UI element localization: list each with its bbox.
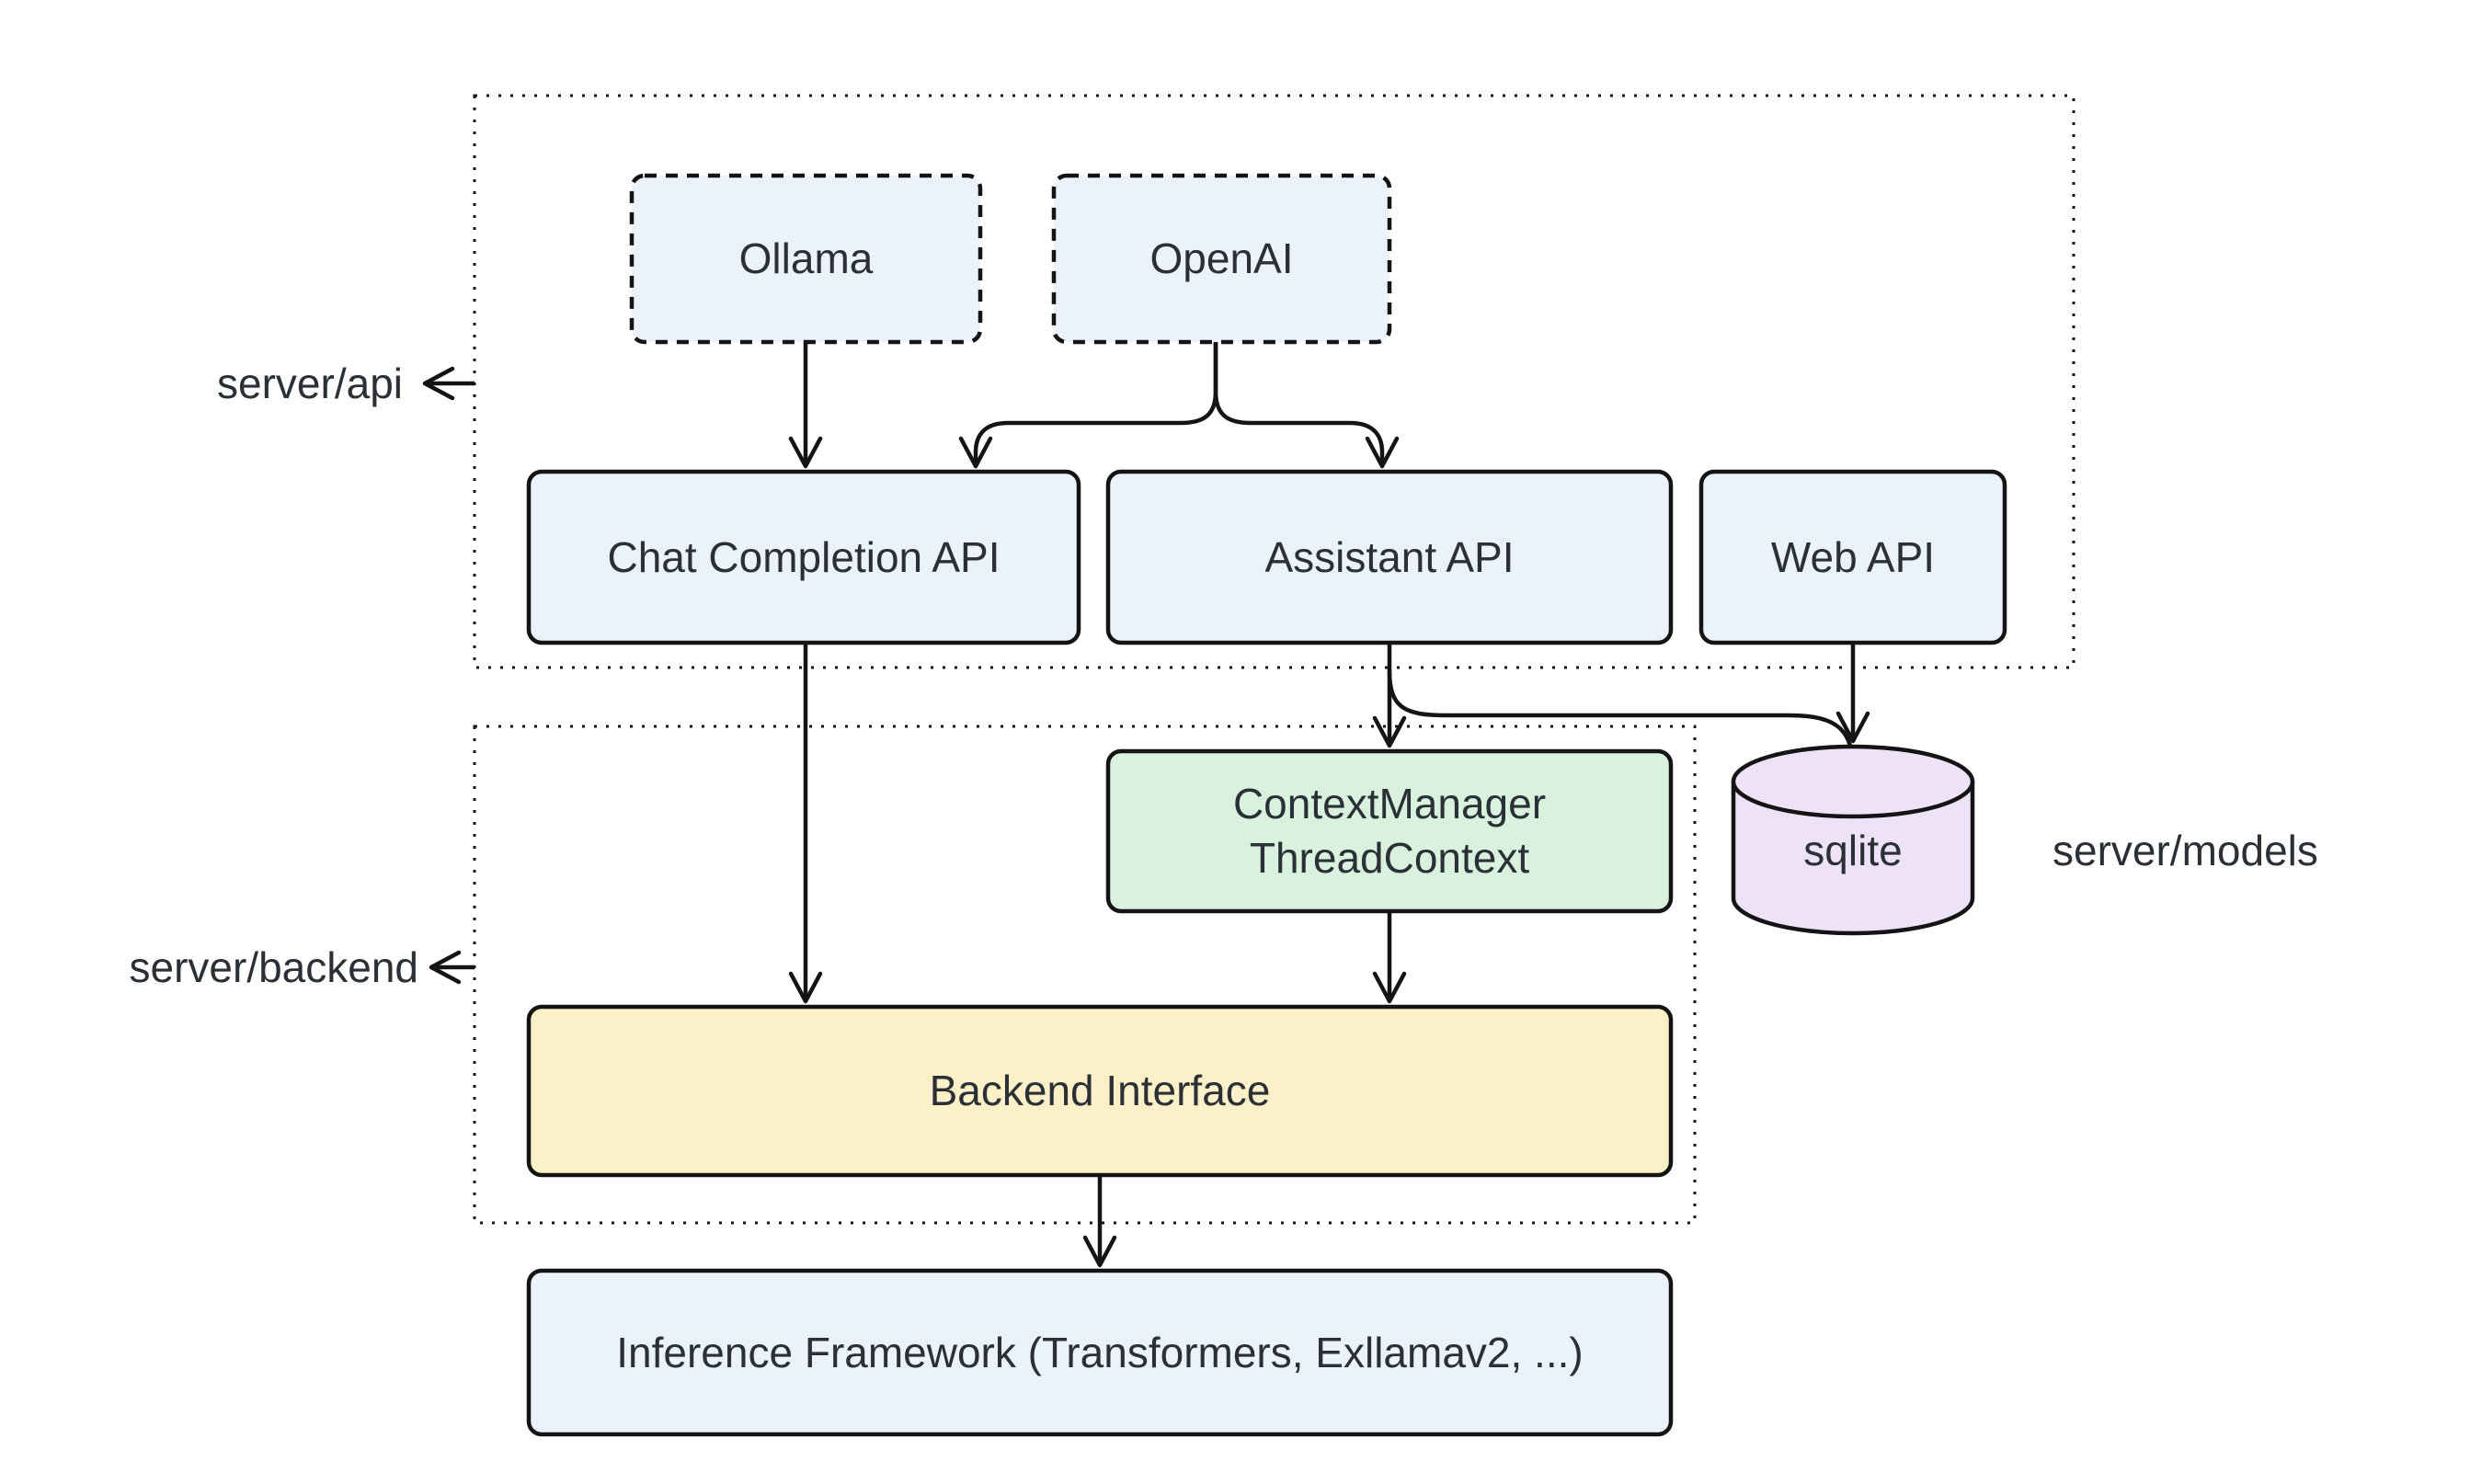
assistant-api-node-shape bbox=[1105, 469, 1674, 645]
server-backend-container bbox=[473, 725, 1697, 1225]
ollama-node-shape bbox=[629, 173, 983, 345]
inference-framework-node-shape bbox=[526, 1268, 1674, 1437]
edge-openai-to-chat-completion bbox=[958, 339, 1218, 469]
chat-completion-api-node-shape bbox=[526, 469, 1081, 645]
sqlite-cylinder-top bbox=[1731, 744, 1975, 819]
context-manager-node-shape bbox=[1105, 748, 1674, 914]
backend-interface-node-shape bbox=[526, 1004, 1674, 1178]
openai-node-shape bbox=[1051, 173, 1392, 345]
edge-openai-to-assistant bbox=[1213, 339, 1400, 469]
web-api-node-shape bbox=[1698, 469, 2007, 645]
sqlite-cylinder-body bbox=[1731, 782, 1975, 936]
